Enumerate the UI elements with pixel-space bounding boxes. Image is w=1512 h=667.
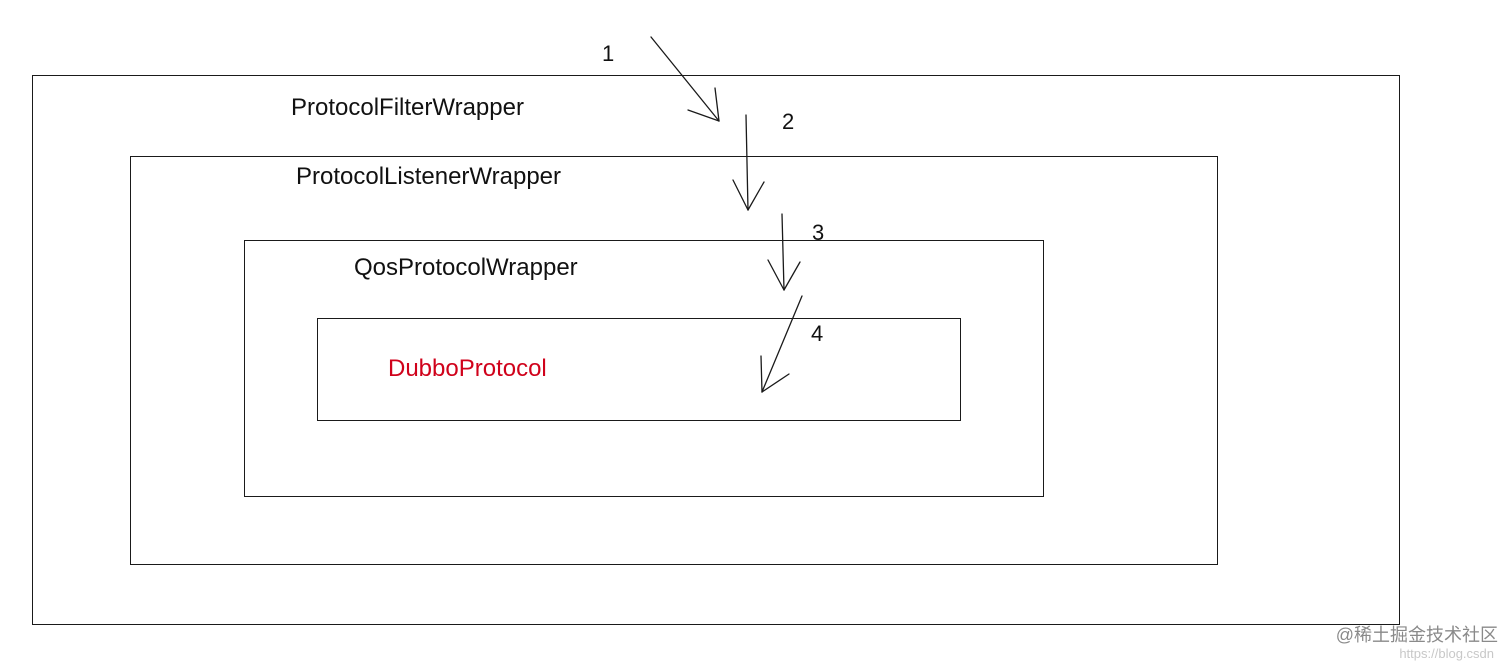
qos-protocol-wrapper-label: QosProtocolWrapper <box>354 254 578 281</box>
protocol-listener-wrapper-label: ProtocolListenerWrapper <box>296 163 562 190</box>
arrow-step-1 <box>650 36 720 122</box>
watermark: @稀土掘金技术社区 <box>1335 625 1498 645</box>
arrow-step-4 <box>760 295 803 393</box>
watermark-url: https://blog.csdn <box>1399 646 1494 661</box>
step-number-3: 3 <box>812 220 825 245</box>
protocol-filter-wrapper-box <box>32 75 1400 625</box>
arrow-step-2 <box>732 114 765 211</box>
step-number-2: 2 <box>782 109 795 134</box>
protocol-listener-wrapper-box <box>130 156 1218 565</box>
arrow-step-3 <box>767 213 801 291</box>
dubbo-protocol-box <box>317 318 961 421</box>
qos-protocol-wrapper-box <box>244 240 1044 497</box>
step-number-1: 1 <box>602 41 615 66</box>
dubbo-protocol-label: DubboProtocol <box>388 355 547 382</box>
step-number-4: 4 <box>811 321 824 346</box>
protocol-filter-wrapper-label: ProtocolFilterWrapper <box>291 94 524 121</box>
